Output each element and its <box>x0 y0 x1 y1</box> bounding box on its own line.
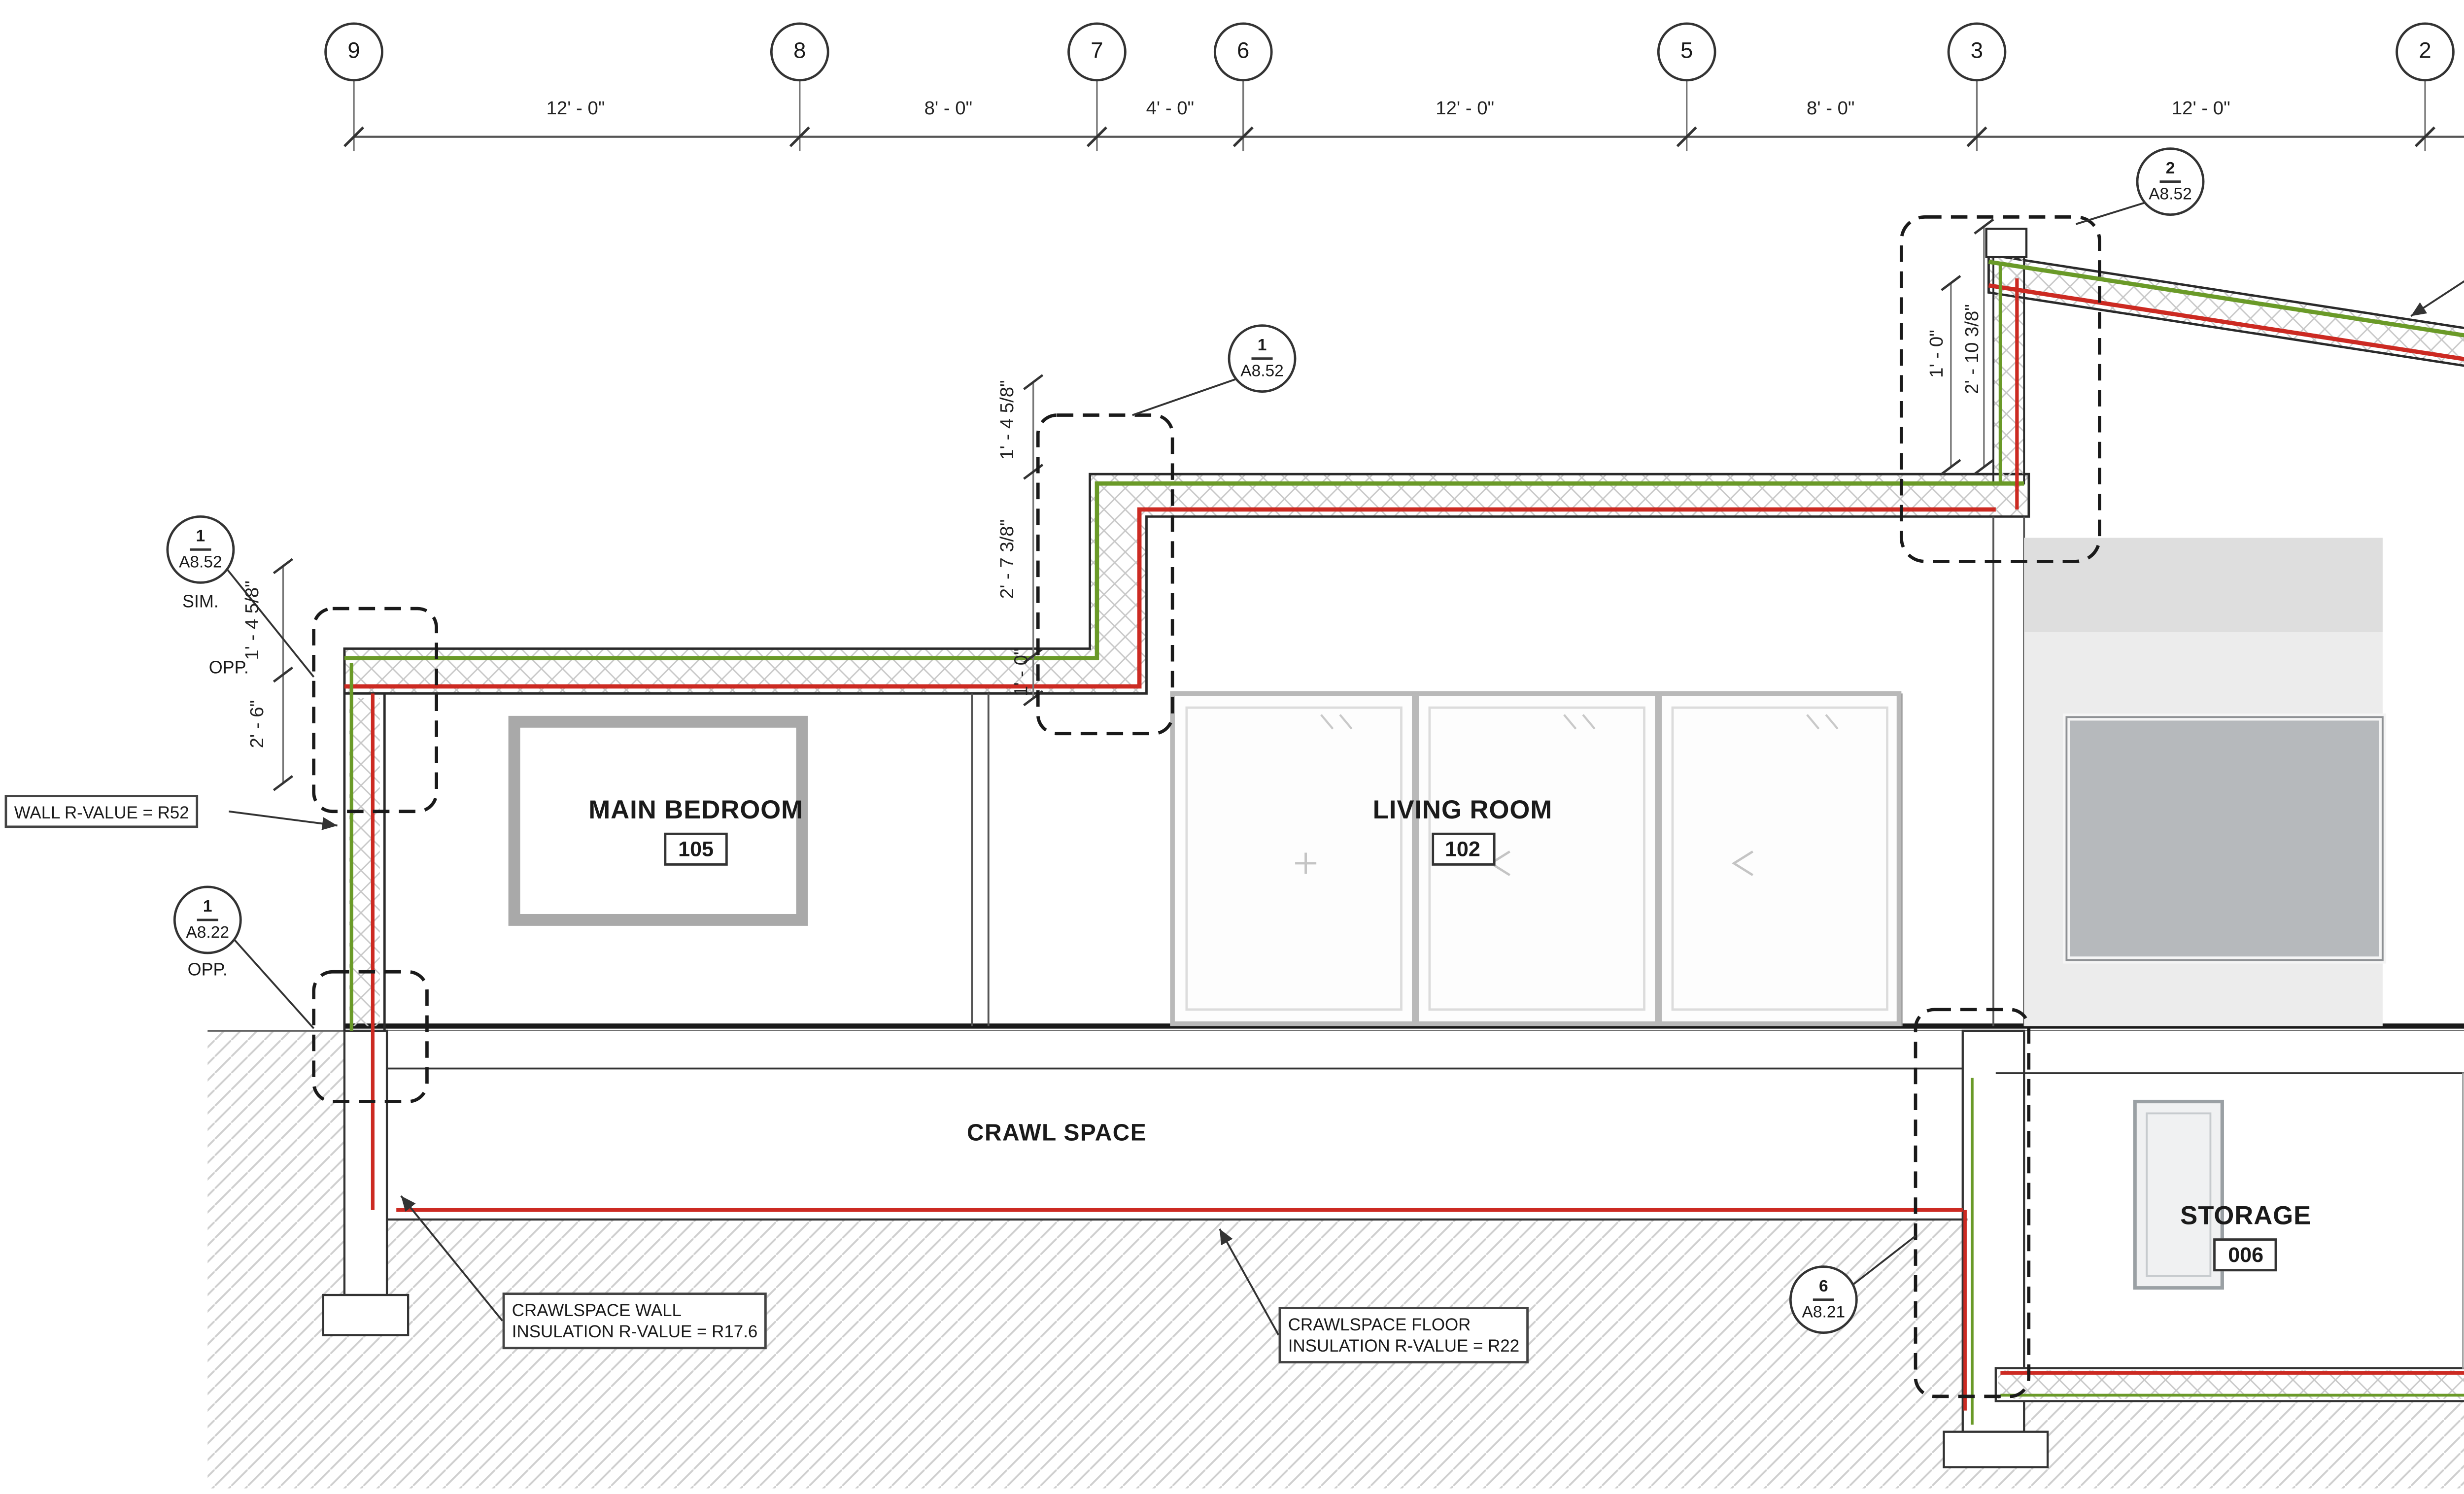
detail-callout-6-a821: 6 A8.21 <box>1789 1265 1858 1334</box>
grid-dim-4: 8' - 0" <box>1806 98 1855 119</box>
detail-callout-1-a852: 1 A8.52 <box>1228 324 1297 393</box>
grid-bubble-3: 3 <box>1947 22 2007 82</box>
grid-dim-3: 12' - 0" <box>1436 98 1495 119</box>
roof-assemblies <box>343 228 2464 695</box>
detail-callout-boxes <box>312 215 2101 1398</box>
note-wall-r-value: WALL R-VALUE = R52 <box>4 795 199 829</box>
grid-bubble-9: 9 <box>324 22 383 82</box>
note-crawlspace-wall: CRAWLSPACE WALL INSULATION R-VALUE = R17… <box>502 1292 767 1350</box>
step-dim-1: 2' - 7 3/8" <box>996 519 1018 599</box>
detail-callout-1-a822: 1 A8.22 <box>173 885 242 954</box>
ridge-dim-0: 1' - 0" <box>1926 330 1948 378</box>
callout-note-opp-a822: OPP. <box>187 958 228 980</box>
grid-dim-5: 12' - 0" <box>2171 98 2230 119</box>
room-label-living-room: LIVING ROOM 102 <box>1373 797 1553 868</box>
grid-bubble-8: 8 <box>770 22 829 82</box>
detail-callout-2-a852: 2 A8.52 <box>2136 147 2205 216</box>
dimension-lines <box>273 80 2464 791</box>
interior-fixtures <box>508 538 2464 1369</box>
step-dim-2: 1' - 0" <box>1011 648 1032 697</box>
grid-dim-0: 12' - 0" <box>546 98 605 119</box>
room-label-storage: STORAGE 006 <box>2180 1203 2311 1274</box>
room-label-crawl-space: CRAWL SPACE <box>966 1121 1147 1148</box>
earth-hatch <box>207 1030 2464 1489</box>
bedroom-window <box>508 715 808 926</box>
callout-note-sim: SIM. <box>182 591 219 612</box>
callout-note-opp-left: OPP. <box>208 657 249 679</box>
grid-dim-1: 8' - 0" <box>924 98 973 119</box>
left-dim-0: 1' - 4 5/8" <box>241 580 263 660</box>
grid-bubble-5: 5 <box>1657 22 1716 82</box>
left-dim-1: 2' - 6" <box>246 700 268 748</box>
storage-door <box>2133 1099 2224 1290</box>
note-crawlspace-floor: CRAWLSPACE FLOOR INSULATION R-VALUE = R2… <box>1278 1306 1529 1363</box>
callout-leaders <box>226 202 2145 1287</box>
grid-dim-2: 4' - 0" <box>1146 98 1195 119</box>
detail-callout-1-a852-sim: 1 A8.52 <box>166 515 235 584</box>
living-room-window <box>1170 691 1902 1026</box>
insulation-membrane-lines <box>344 260 2464 1425</box>
step-dim-0: 1' - 4 5/8" <box>996 380 1018 460</box>
ridge-dim-1: 2' - 10 3/8" <box>1961 304 1983 394</box>
room-label-main-bedroom: MAIN BEDROOM 105 <box>588 797 803 868</box>
note-leaders <box>229 280 2464 1336</box>
grid-bubble-7: 7 <box>1067 22 1127 82</box>
grid-bubble-2: 2 <box>2396 22 2455 82</box>
grid-bubble-6: 6 <box>1213 22 1273 82</box>
